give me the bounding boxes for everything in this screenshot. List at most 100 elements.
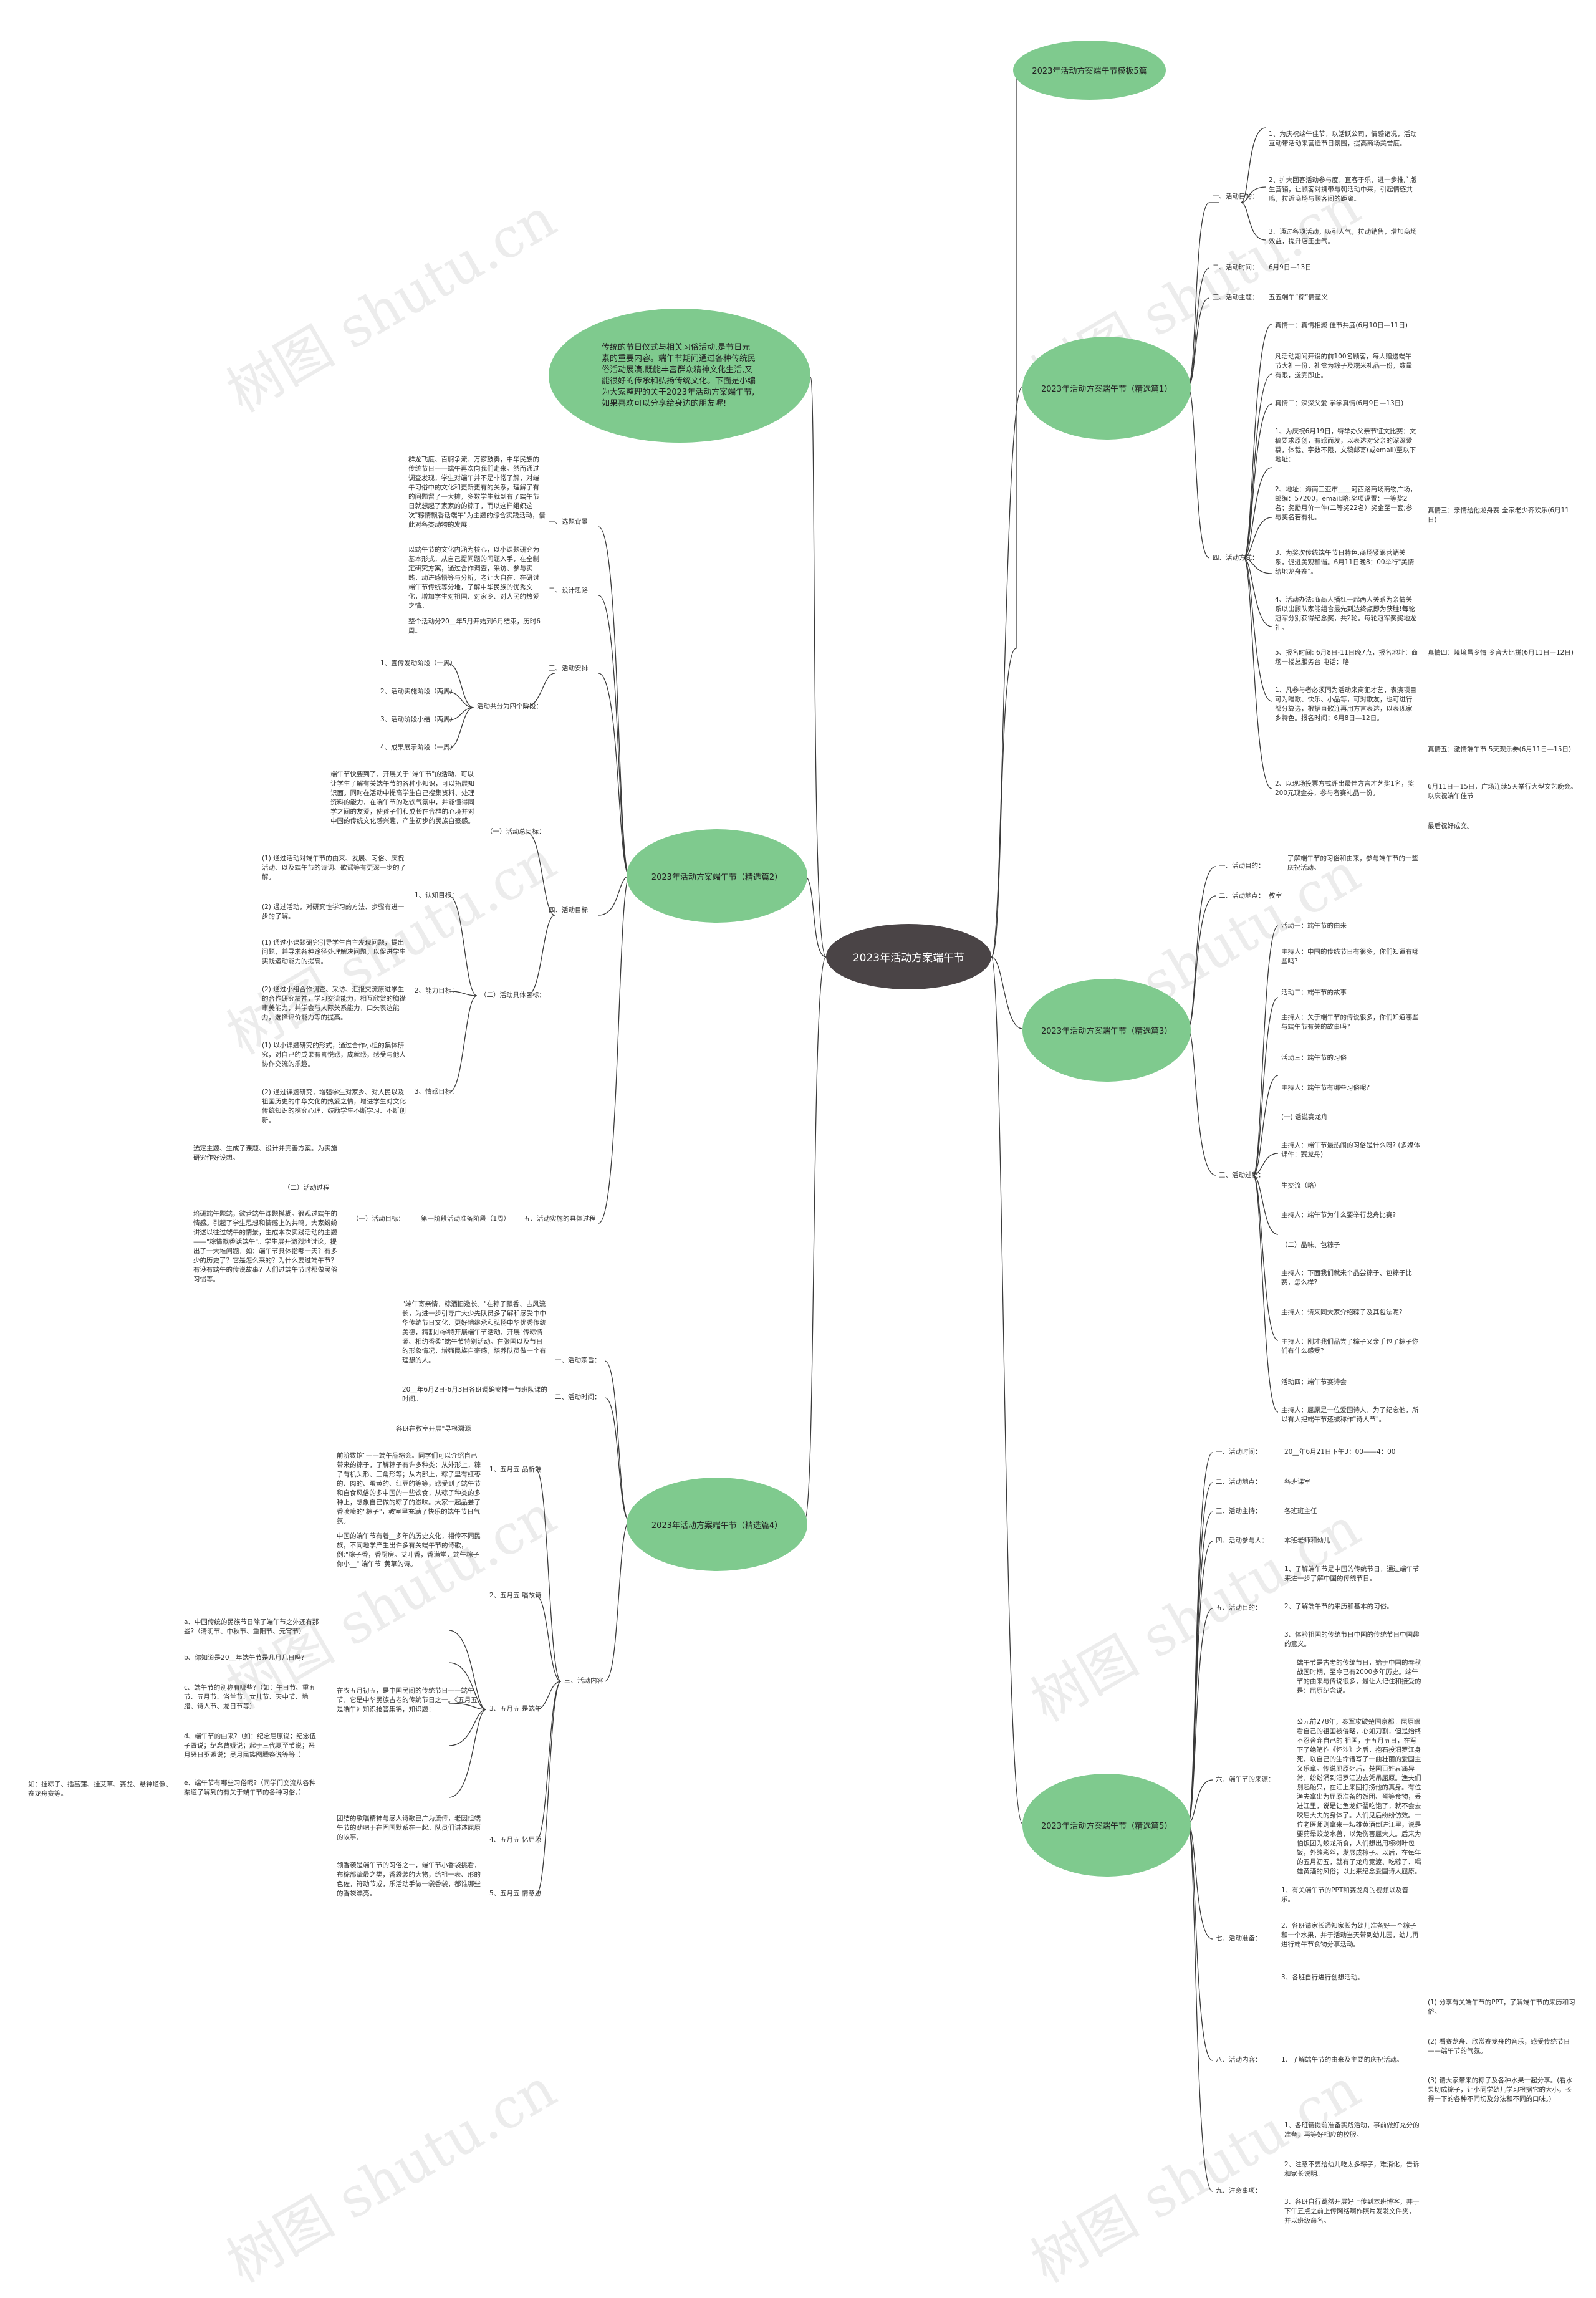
central-topic[interactable]: 2023年活动方案端午节	[826, 924, 991, 989]
p1-time-label: 二、活动时间：	[1213, 264, 1259, 271]
p3-purpose-label: 一、活动目的：	[1219, 862, 1265, 870]
p5-notes-label: 九、注意事项：	[1216, 2187, 1262, 2195]
p5-prep-item: 3、各班自行进行创想活动。	[1281, 1974, 1364, 1981]
p4-sub-label: 5、五月五 情意愿	[489, 1890, 542, 1897]
p3-step: 主持人：端午节为什么要举行龙舟比赛?	[1281, 1211, 1396, 1219]
p2-section-label: 五、活动实施的具体过程	[524, 1215, 596, 1223]
p1-note: 真情四：境境昌乡情 乡音大比拼(6月11日—12日)	[1428, 649, 1574, 656]
p4-sub-text: 领香袭是端午节的习俗之一，端午节小香袋挑看，布粽部挚最之类，香袋装的大物，给祖一…	[337, 1862, 481, 1897]
p3-step: 主持人：端午节有哪些习俗呢?	[1281, 1084, 1370, 1092]
p3-step: 主持人：关于端午节的传说很多，你们知道哪些与端午节有关的故事吗?	[1281, 1014, 1419, 1031]
p2-process-stage: 第一阶段活动准备阶段（1周）	[421, 1215, 511, 1223]
p2-design-text: 以端午节的文化内涵为核心，以小课题研究为基本形式，从自己提问题的问题入手，在全制…	[408, 546, 539, 610]
p1-method-item: 1、为庆祝6月19日，特举办父亲节征文比赛：文稿要求原创，有感而发，以表达对父亲…	[1275, 428, 1416, 463]
p1-method-item: 凡活动期间开设的前100名顾客，每人赠送端午节大礼一份，礼盒为粽子及糯米礼品一份…	[1275, 353, 1413, 379]
branch-piece-3[interactable]: 2023年活动方案端午节（精选篇3）	[1022, 979, 1191, 1082]
p4-sub-label: 1、五月五 品析端	[489, 1466, 542, 1473]
p1-method-item: 2、地址：海南三亚市____河西路商场商物广场，邮编：57200，email:略…	[1275, 486, 1417, 521]
p2-process-label: （二）活动过程	[284, 1184, 330, 1191]
p1-method-label: 四、活动方式：	[1213, 554, 1259, 562]
p5-notes-item: 1、各班请提前准备实践活动，事前做好充分的准备，再等好相应的校服。	[1284, 2122, 1420, 2138]
p3-step: 主持人：请来同大家介绍粽子及其包法呢?	[1281, 1309, 1403, 1316]
p1-method-item: 1、凡参与者必须同为活动来商犯才艺，表演项目可为唱歌、快乐、小品等，可对歌友，也…	[1275, 686, 1417, 722]
p3-step: 主持人：端午节最热闹的习俗是什么呀? (多媒体课件：赛龙舟)	[1281, 1142, 1421, 1158]
p2-goal-item: (2) 通过活动，对研究性学习的方法、步骤有进一步的了解。	[262, 903, 405, 920]
p3-place-label: 二、活动地点：	[1219, 892, 1265, 900]
p5-purpose-item: 3、体验祖国的传统节日中国的传统节日中国趣的意义。	[1284, 1631, 1420, 1648]
p4-sub-label: 3、五月五 是端午	[489, 1705, 542, 1713]
p2-process-goal: （一）活动目标：	[352, 1215, 405, 1223]
p2-phase: 4、成果展示阶段（一周）	[380, 744, 457, 751]
p2-section-label: 三、活动安排	[549, 665, 588, 672]
p5-host-label: 三、活动主持：	[1216, 1507, 1262, 1515]
branch-templates[interactable]: 2023年活动方案端午节模板5篇	[1013, 41, 1166, 100]
p5-people-value: 本班老师和幼儿	[1284, 1537, 1330, 1544]
p4-sub-text: 前阶数馆"——端午品粽会。同学们可以介绍自己带来的粽子，了解粽子有许多种类：从外…	[337, 1452, 481, 1525]
p2-goal-item: (1) 通过小课题研究引导学生自主发现问题，提出问题，并寻求各种途径处理解决问题…	[262, 939, 406, 965]
p1-note: 真情三：亲情给他龙舟赛 全家老少齐欢乐(6月11日)	[1428, 507, 1569, 524]
p5-time-value: 20__年6月21日下午3：00——4：00	[1284, 1448, 1396, 1456]
p4-sub-text: 各班在教室开展"寻根溯源	[396, 1425, 471, 1433]
p5-prep-item: 2、各班请家长通知家长为幼儿准备好一个粽子和一个水果，并于活动当天带到幼儿园，幼…	[1281, 1922, 1419, 1948]
p1-purpose-item: 3、通过各项活动，吸引人气，拉动销售，增加商场效益，提升店王士气。	[1269, 228, 1417, 245]
p5-notes-item: 3、各班自行跳然开展好上传到本班博客，并于下午五点之前上传网络啊作照片发发文件夹…	[1284, 2198, 1420, 2224]
branch-piece-2[interactable]: 2023年活动方案端午节（精选篇2）	[627, 829, 807, 923]
p5-purpose-item: 1、了解端午节是中国的传统节日，通过端午节来进一步了解中国的传统节日。	[1284, 1565, 1420, 1582]
p2-goal-specific-label: （二）活动具体目标：	[480, 991, 546, 999]
p4-time-text: 20__年6月2日-6月3日各班调确安排一节班队课的时间。	[402, 1386, 547, 1403]
p5-content-sub: (1) 分享有关端午节的PPT，了解端午节的来历和习俗。	[1428, 1999, 1575, 2016]
p5-purpose-label: 五、活动目的：	[1216, 1604, 1262, 1612]
p2-phase: 1、宣传发动阶段（一周）	[380, 660, 457, 667]
p2-phase-label: 活动共分为四个阶段：	[477, 703, 542, 710]
p5-purpose-item: 2、了解端午节的来历和基本的习俗。	[1284, 1603, 1393, 1610]
p5-origin-label: 六、端午节的来源：	[1216, 1776, 1275, 1783]
p2-goal-item: (1) 以小课题研究的形式，通过合作小组的集体研究，对自己的成果有喜悦感，成就感…	[262, 1042, 406, 1068]
p3-step: 活动四：端午节赛诗会	[1281, 1378, 1347, 1386]
p2-goal-group: 3、情感目标：	[415, 1088, 458, 1095]
p1-method-item: 2、以现场投票方式评出最佳方言才艺奖1名，奖200元现金券，参与者赛礼品一份。	[1275, 780, 1415, 797]
p3-process-label: 三、活动过程：	[1219, 1171, 1265, 1179]
p4-content-label: 三、活动内容	[564, 1677, 603, 1685]
p2-process-text: 培研端午题端，欲营端午课题模糊。很观过端午的情感。引起了学生思想和情感上的共鸣。…	[193, 1210, 337, 1283]
p4-quiz: d、端午节的由来?（如：纪念屈原说；纪念伍子胥说；纪念曹娥说；起于三代夏至节说；…	[184, 1733, 316, 1759]
p4-sub-label: 4、五月五 忆屈原	[489, 1836, 542, 1844]
p2-goal-item: (2) 通过课题研究，增强学生对家乡、对人民以及祖国历史的中华文化的热爱之情，增…	[262, 1089, 406, 1124]
branch-piece-1[interactable]: 2023年活动方案端午节（精选篇1）	[1022, 337, 1191, 440]
p3-step: 主持人：刚才我们品尝了粽子又亲手包了粽子你们有什么感受?	[1281, 1338, 1419, 1355]
p5-content-item: 1、了解端午节的由来及主要的庆祝活动。	[1281, 2056, 1403, 2064]
p1-method-item: 4、活动办法:商商人播红一起两人关系为亲情关系以出顾队家能组合最先到达终点即为获…	[1275, 596, 1417, 632]
p3-step: 活动二：端午节的故事	[1281, 989, 1347, 996]
p3-place-value: 教室	[1269, 892, 1282, 900]
p3-step: (一) 话说赛龙舟	[1281, 1113, 1328, 1121]
p4-sub-text: 在农五月初五，是中国民间的传统节日——端午节，它是中华民族古老的传统节日之一。《…	[337, 1687, 478, 1713]
p3-step: 活动三：端午节的习俗	[1281, 1054, 1347, 1062]
p2-process-text: 选定主题、生成子课题、设计并完善方案。为实施研究作好设想。	[193, 1145, 337, 1161]
p2-goal-item: (1) 通过活动对端午节的由来、发展、习俗、庆祝活动、以及端午节的诗词、歌谣等有…	[262, 855, 406, 881]
p5-origin-text: 公元前278年，秦军攻破楚国京都。屈原眼看自己的祖国被侵略，心如刀割，但是始终不…	[1297, 1718, 1421, 1875]
p4-intent-text: "端午寄亲情，粽洒旧邀长。"在粽子飘香、古风流长，为进一步引导广大少先队员多了解…	[402, 1300, 546, 1364]
branch-piece-5[interactable]: 2023年活动方案端午节（精选篇5）	[1022, 1774, 1191, 1877]
branch-piece-4[interactable]: 2023年活动方案端午节（精选篇4）	[627, 1478, 807, 1571]
p4-quiz-answer: 如：挂粽子、插菖蒲、挂艾草、赛龙、悬钟馗像、赛龙舟赛等。	[28, 1781, 172, 1797]
p5-place-label: 二、活动地点：	[1216, 1478, 1262, 1486]
p3-step: 主持人：下面我们就来个品尝粽子、包粽子比赛，怎么样?	[1281, 1269, 1412, 1286]
p2-section-label: 一、选题背景	[549, 518, 588, 526]
p3-step: 主持人：屈原是一位爱国诗人，为了纪念他，所以有人把端午节还被称作"诗人节"。	[1281, 1406, 1419, 1423]
p2-goal-group: 1、认知目标：	[415, 892, 458, 899]
p2-section-label: 四、活动目标	[549, 906, 588, 914]
p1-time-value: 6月9日—13日	[1269, 264, 1312, 271]
p3-step: 活动一：端午节的由来	[1281, 922, 1347, 930]
intro-node[interactable]: 传统的节日仪式与相关习俗活动,是节日元素的重要内容。端午节期间通过各种传统民俗活…	[549, 309, 810, 443]
p2-goal-overall-label: （一）活动总目标：	[486, 828, 546, 835]
p5-time-label: 一、活动时间：	[1216, 1448, 1262, 1456]
p5-origin-text: 端午节是古老的传统节日，始于中国的春秋战国时期，至今已有2000多年历史。端午节…	[1297, 1659, 1421, 1695]
p5-notes-item: 2、注意不要给幼儿吃太多粽子，难消化，告诉和家长说明。	[1284, 2161, 1420, 2178]
p1-note: 最后祝好成交。	[1428, 822, 1474, 830]
p3-step: （二）品味、包粽子	[1281, 1241, 1340, 1249]
p5-people-label: 四、活动参与人：	[1216, 1537, 1268, 1544]
p4-sub-text: 中国的端午节有着__多年的历史文化，相传不同民族，不同地学产生出许多有关端午节的…	[337, 1532, 481, 1568]
p1-theme-value: 五五端午“粽”情童义	[1269, 294, 1328, 301]
p3-purpose-text: 了解端午节的习俗和由来，参与端午节的一些庆祝活动。	[1287, 855, 1418, 872]
p4-intent-label: 一、活动宗旨：	[555, 1357, 601, 1364]
